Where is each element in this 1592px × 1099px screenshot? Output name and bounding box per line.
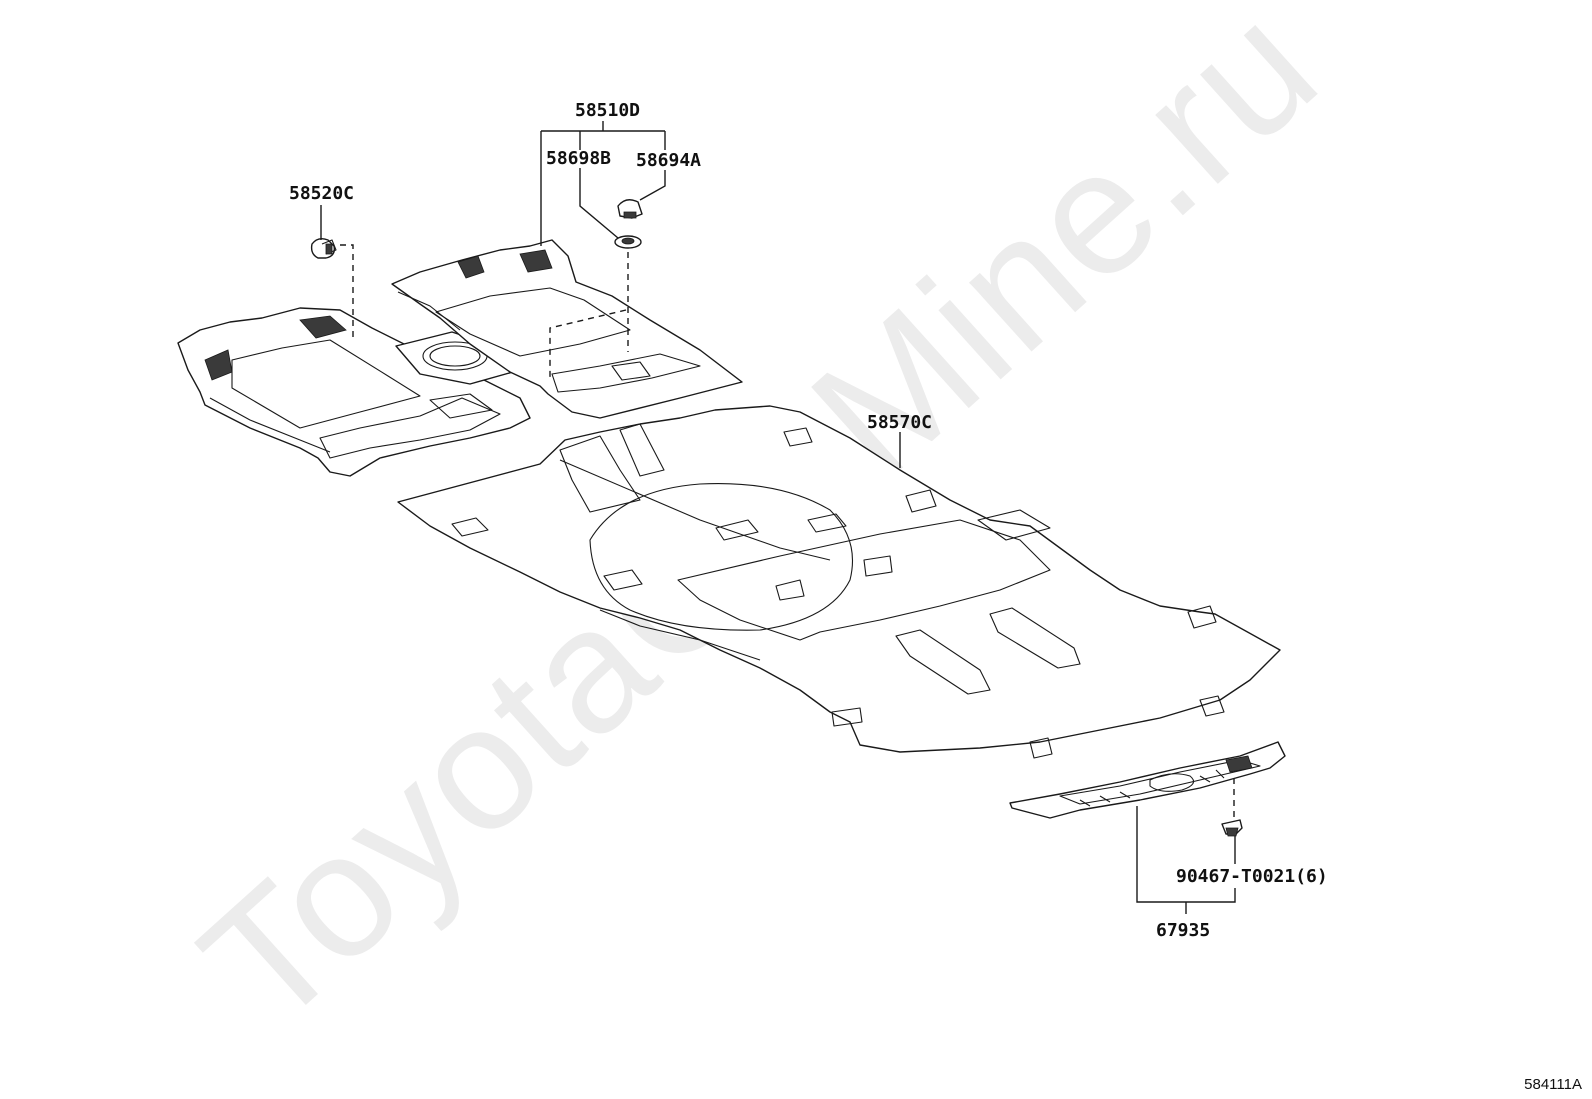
rear-door-scuff-plate[interactable] bbox=[1009, 741, 1286, 819]
front-floor-carpet[interactable] bbox=[177, 239, 743, 477]
label-67935: 67935 bbox=[1156, 920, 1210, 941]
clip-58520c[interactable] bbox=[310, 237, 337, 259]
grommet-58698b[interactable] bbox=[614, 235, 642, 249]
label-58694a: 58694A bbox=[636, 150, 701, 171]
rear-floor-carpet[interactable] bbox=[397, 405, 1281, 759]
label-90467-t0021: 90467-T0021(6) bbox=[1176, 866, 1328, 887]
clip-90467-t0021[interactable] bbox=[1221, 819, 1243, 837]
diagram-id: 584111A bbox=[1524, 1076, 1582, 1093]
label-58510d: 58510D bbox=[575, 100, 640, 121]
label-58520c: 58520C bbox=[289, 183, 354, 204]
label-58570c: 58570C bbox=[867, 412, 932, 433]
clip-58694a[interactable] bbox=[617, 199, 643, 219]
label-58698b: 58698B bbox=[546, 148, 611, 169]
